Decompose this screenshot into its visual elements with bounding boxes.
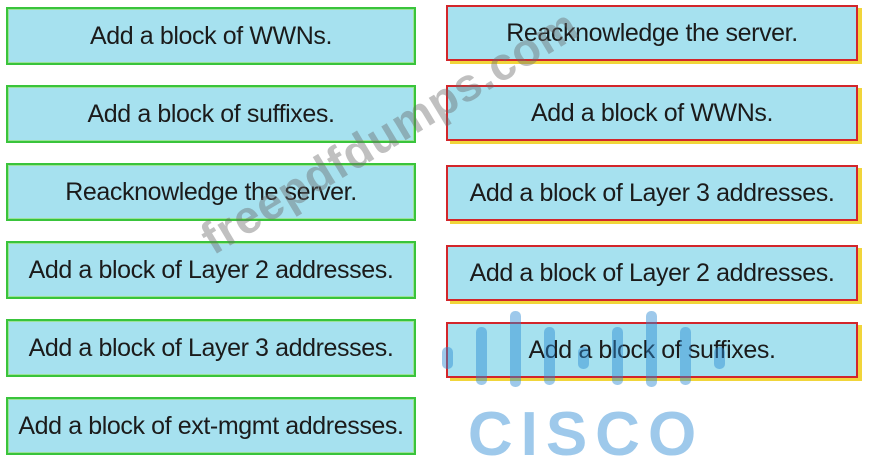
- source-item-ext-mgmt[interactable]: Add a block of ext-mgmt addresses.: [6, 397, 416, 455]
- answer-slot-4[interactable]: Add a block of Layer 2 addresses.: [446, 245, 858, 301]
- answer-slot-3[interactable]: Add a block of Layer 3 addresses.: [446, 165, 858, 221]
- answer-slot-label: Add a block of WWNs.: [530, 98, 774, 127]
- answer-slot-label: Add a block of suffixes.: [528, 335, 776, 364]
- answer-slot-1[interactable]: Reacknowledge the server.: [446, 5, 858, 61]
- answer-slot-label: Reacknowledge the server.: [506, 18, 798, 47]
- source-item-label: Add a block of suffixes.: [87, 99, 335, 128]
- source-item-layer2[interactable]: Add a block of Layer 2 addresses.: [6, 241, 416, 299]
- source-item-label: Add a block of Layer 2 addresses.: [28, 255, 394, 284]
- answer-slot-label: Add a block of Layer 3 addresses.: [469, 178, 835, 207]
- source-item-label: Add a block of ext-mgmt addresses.: [18, 411, 404, 440]
- source-item-wwns[interactable]: Add a block of WWNs.: [6, 7, 416, 65]
- source-item-suffixes[interactable]: Add a block of suffixes.: [6, 85, 416, 143]
- source-item-label: Reacknowledge the server.: [65, 177, 357, 206]
- source-item-label: Add a block of Layer 3 addresses.: [28, 333, 394, 362]
- cisco-wordmark: CISCO: [468, 400, 704, 465]
- source-item-reacknowledge[interactable]: Reacknowledge the server.: [6, 163, 416, 221]
- answer-slot-5[interactable]: Add a block of suffixes.: [446, 322, 858, 378]
- answer-slot-label: Add a block of Layer 2 addresses.: [469, 258, 835, 287]
- source-item-layer3[interactable]: Add a block of Layer 3 addresses.: [6, 319, 416, 377]
- source-item-label: Add a block of WWNs.: [89, 21, 333, 50]
- answer-slot-2[interactable]: Add a block of WWNs.: [446, 85, 858, 141]
